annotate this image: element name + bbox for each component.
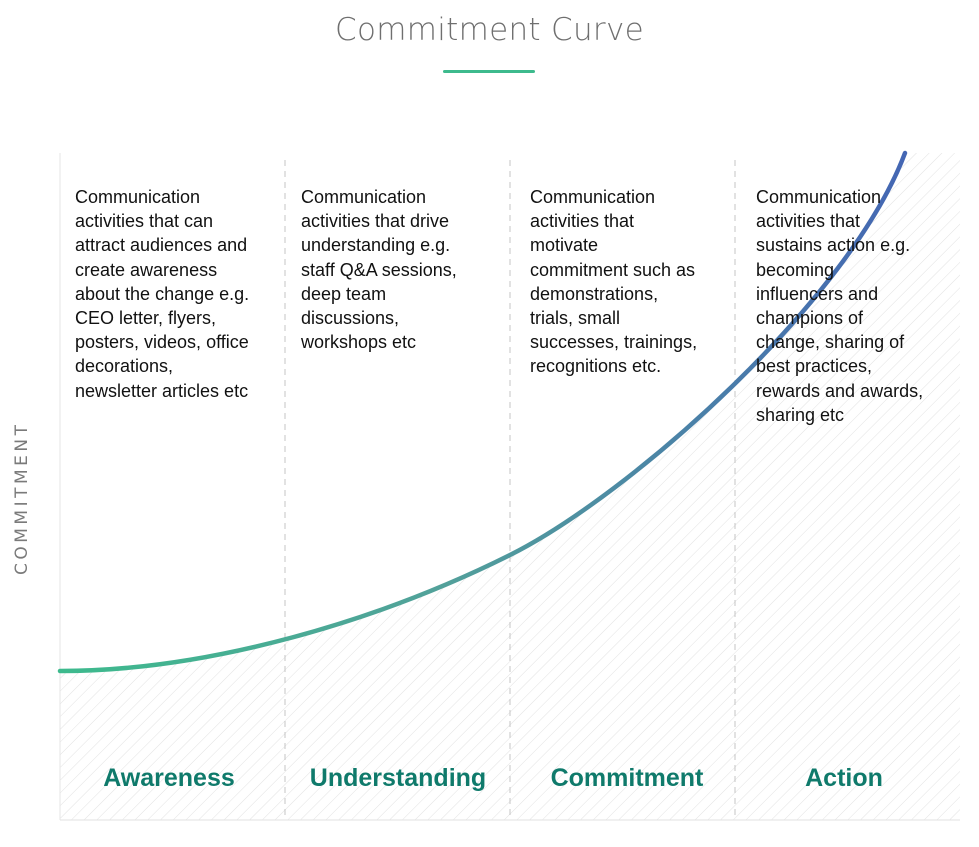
description-line: deep team [301, 283, 387, 304]
title-underline [443, 70, 535, 73]
commitment-curve [57, 150, 908, 674]
hatched-area-under-curve [60, 153, 960, 820]
description-line: successes, trainings, [530, 332, 698, 353]
description-line: trials, small [530, 308, 621, 329]
description-line: understanding e.g. [301, 235, 451, 256]
description-line: influencers and [756, 283, 879, 304]
description-line: newsletter articles etc [75, 380, 249, 401]
stage-label-commitment: Commitment [550, 764, 704, 792]
description-line: activities that drive [301, 211, 450, 232]
description-line: champions of [756, 308, 864, 329]
description-line: Communication [75, 187, 201, 207]
stage-label-awareness: Awareness [103, 764, 235, 792]
description-line: workshops etc [301, 332, 417, 353]
stage-description-understanding: Communication activities that drive unders… [301, 185, 457, 354]
description-line: activities that can [75, 211, 214, 232]
stage-description-commitment: Communication activities that motivate comm… [530, 185, 697, 379]
stage-description-action: Communication activities that sustains act… [756, 185, 923, 427]
description-line: sustains action e.g. [756, 235, 911, 256]
description-line: attract audiences and [75, 235, 248, 256]
stage-description-awareness: Communication activities that can attract … [75, 185, 249, 403]
description-line: create awareness [75, 259, 218, 280]
description-line: best practices, [756, 356, 873, 377]
description-line: becoming [756, 259, 835, 280]
description-line: discussions, [301, 308, 400, 329]
description-line: staff Q&A sessions, [301, 259, 457, 280]
description-line: change, sharing of [756, 332, 905, 353]
description-line: motivate [530, 235, 599, 256]
description-line: posters, videos, office [75, 332, 249, 353]
description-line: sharing etc [756, 404, 845, 425]
description-line: CEO letter, flyers, [75, 308, 217, 329]
page-title: Commitment Curve [335, 12, 644, 48]
description-line: commitment such as [530, 259, 696, 280]
description-line: Communication [301, 187, 427, 207]
description-line: about the change e.g. [75, 283, 250, 304]
stage-label-understanding: Understanding [309, 764, 487, 792]
description-line: Communication [756, 187, 882, 207]
description-line: decorations, [75, 356, 174, 377]
description-line: Communication [530, 187, 656, 207]
description-line: activities that [530, 211, 635, 232]
description-line: rewards and awards, [756, 380, 924, 401]
description-line: demonstrations, [530, 283, 659, 304]
description-line: activities that [756, 211, 861, 232]
stage-label-action: Action [805, 764, 883, 792]
description-line: recognitions etc. [530, 356, 662, 377]
